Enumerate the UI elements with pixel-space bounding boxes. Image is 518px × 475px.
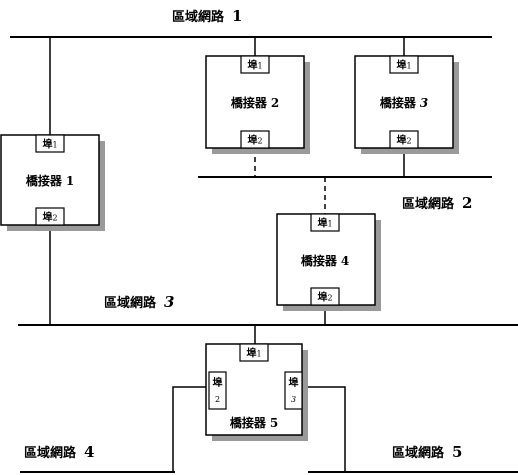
bridge-3-port-1 [389, 55, 419, 74]
port-number: 1 [327, 220, 332, 229]
svg-text:埠2: 埠2 [247, 134, 262, 147]
svg-text:埠2: 埠2 [42, 211, 57, 224]
bridge-label: 橋接器 [380, 95, 417, 110]
bridge-number: 2 [271, 96, 279, 110]
port-number: 1 [52, 141, 57, 150]
svg-text:埠1: 埠1 [396, 59, 411, 72]
port-number: 1 [406, 62, 411, 71]
port-label: 埠 [317, 217, 327, 230]
svg-text:埠1: 埠1 [247, 59, 262, 72]
port-number: 1 [257, 62, 262, 71]
svg-text:埠1: 埠1 [246, 347, 261, 360]
bridge-2-port-1 [240, 55, 270, 74]
bridge-label: 橋接器 [26, 173, 63, 188]
port-number: 1 [256, 350, 261, 359]
port-number: 2 [257, 137, 262, 146]
port-number: 3 [291, 395, 296, 404]
svg-text:埠2: 埠2 [317, 291, 332, 304]
bridge-number: 4 [341, 254, 349, 268]
bridge-1-port-2 [35, 207, 65, 226]
bridge-label: 橋接器 [230, 415, 267, 430]
port-label: 埠 [247, 59, 257, 72]
port-label: 埠 [396, 134, 406, 147]
port-number: 2 [215, 395, 220, 404]
port-label: 埠 [246, 347, 256, 360]
bridge-5-port-1 [239, 343, 269, 362]
port-number: 2 [52, 214, 57, 223]
bridge-4-port-1 [310, 213, 340, 232]
port-label: 埠 [396, 59, 406, 72]
port-label: 埠 [213, 376, 223, 389]
bridge-4-port-2 [310, 287, 340, 306]
bridge-5-port-2 [208, 371, 227, 410]
port-number: 2 [406, 137, 411, 146]
bridge-3-port-2 [389, 130, 419, 149]
link-b5-lan4 [172, 386, 209, 472]
port-label: 埠 [42, 138, 52, 151]
bridge-number: 3 [420, 96, 428, 110]
port-label: 埠 [42, 211, 52, 224]
port-number: 2 [327, 294, 332, 303]
link-b5-lan5 [302, 386, 346, 472]
bridge-number: 5 [270, 416, 278, 430]
bridge-number: 1 [66, 174, 74, 188]
port-label: 埠 [247, 134, 257, 147]
bridge-1-port-1 [35, 134, 65, 153]
svg-text:埠1: 埠1 [42, 138, 57, 151]
svg-text:埠2: 埠2 [396, 134, 411, 147]
port-label: 埠 [289, 376, 299, 389]
bridge-5-port-3 [284, 371, 303, 410]
port-label: 埠 [317, 291, 327, 304]
bridge-label: 橋接器 [231, 95, 268, 110]
svg-text:埠1: 埠1 [317, 217, 332, 230]
bridge-label: 橋接器 [301, 253, 338, 268]
bridge-2-port-2 [240, 130, 270, 149]
